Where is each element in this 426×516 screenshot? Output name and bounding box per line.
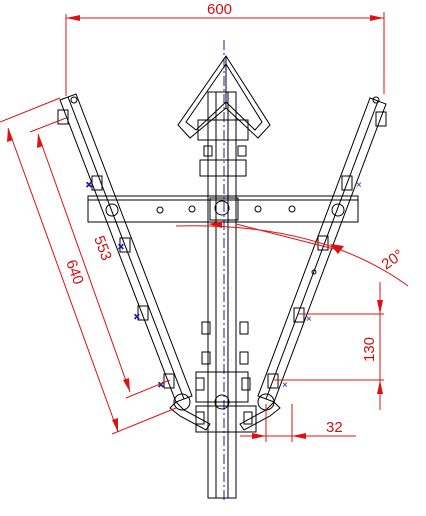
dimension-label-553: 553: [90, 234, 115, 263]
svg-text:×: ×: [158, 380, 164, 391]
cross-beam: [87, 195, 359, 223]
dimension-label-32: 32: [326, 419, 343, 436]
left-arm: × × × ×: [57, 93, 193, 411]
right-arm: × × × ×: [257, 96, 387, 411]
dimension-130: 130: [274, 282, 384, 410]
svg-text:×: ×: [118, 242, 124, 253]
svg-text:×: ×: [356, 180, 362, 191]
svg-text:×: ×: [282, 380, 288, 391]
central-beam: [195, 91, 257, 499]
dimension-600: 600: [65, 1, 385, 96]
dimension-label-600: 600: [207, 1, 232, 18]
dimension-553: 553: [29, 117, 171, 399]
dimension-32: 32: [240, 404, 356, 442]
top-wedge-plate: [177, 55, 271, 139]
svg-text:×: ×: [134, 312, 140, 323]
dimension-angle: 20°: [175, 221, 409, 287]
dimension-640: 640: [0, 97, 177, 435]
dimension-label-130: 130: [361, 337, 378, 362]
svg-text:×: ×: [86, 180, 92, 191]
svg-text:×: ×: [306, 314, 312, 325]
